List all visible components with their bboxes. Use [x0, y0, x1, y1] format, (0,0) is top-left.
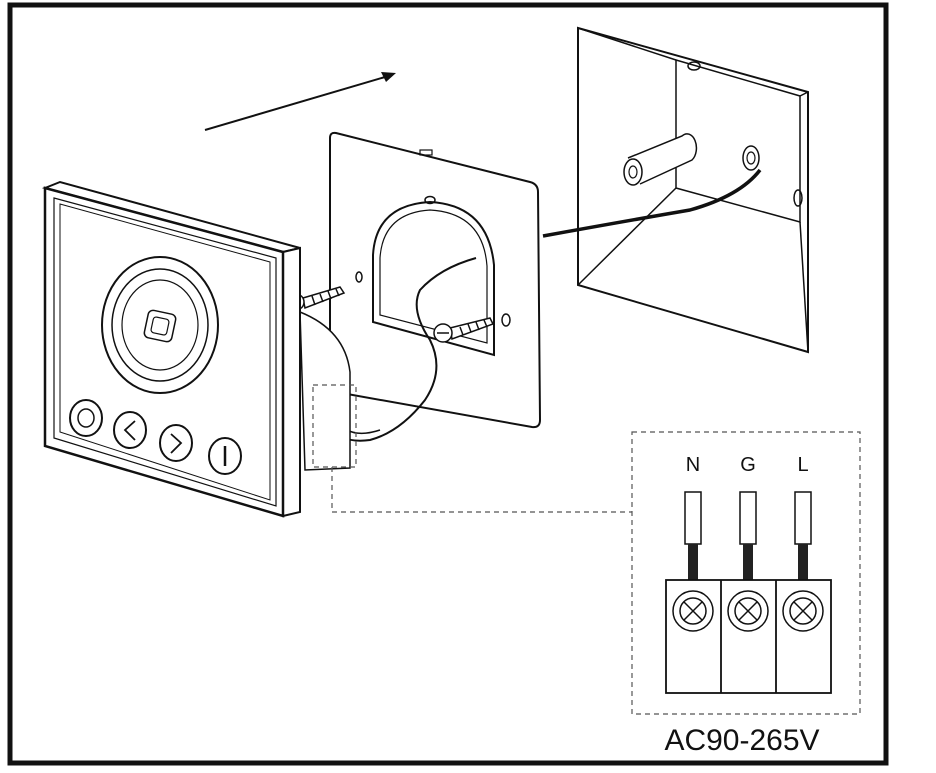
power-button[interactable] — [69, 399, 103, 437]
voltage-label: AC90-265V — [664, 724, 819, 757]
display-ring — [101, 256, 219, 394]
left-button[interactable] — [113, 411, 147, 449]
wire-lead-l — [794, 491, 812, 580]
diagram-border — [7, 2, 889, 766]
internal-wire — [327, 257, 477, 442]
wire-lead-g — [739, 491, 757, 580]
terminal-label-n: N — [686, 454, 700, 476]
assembly-direction-arrow — [204, 72, 396, 131]
terminal-label-g: G — [740, 454, 756, 476]
terminal-block — [665, 579, 832, 694]
supply-cable — [542, 168, 762, 238]
mounting-plate — [329, 131, 542, 429]
mode-button[interactable] — [208, 437, 242, 475]
mounting-screw-right — [433, 317, 495, 343]
wall-back-box — [577, 26, 809, 354]
terminal-screw-n — [672, 590, 714, 632]
terminal-label-l: L — [797, 454, 808, 476]
terminal-screw-l — [782, 590, 824, 632]
thermostat-front-panel — [41, 180, 351, 518]
right-button[interactable] — [159, 424, 193, 462]
zoom-callout — [312, 384, 632, 513]
terminal-screw-g — [727, 590, 769, 632]
terminal-detail-box: N G L — [631, 431, 861, 757]
wire-lead-n — [684, 491, 702, 580]
